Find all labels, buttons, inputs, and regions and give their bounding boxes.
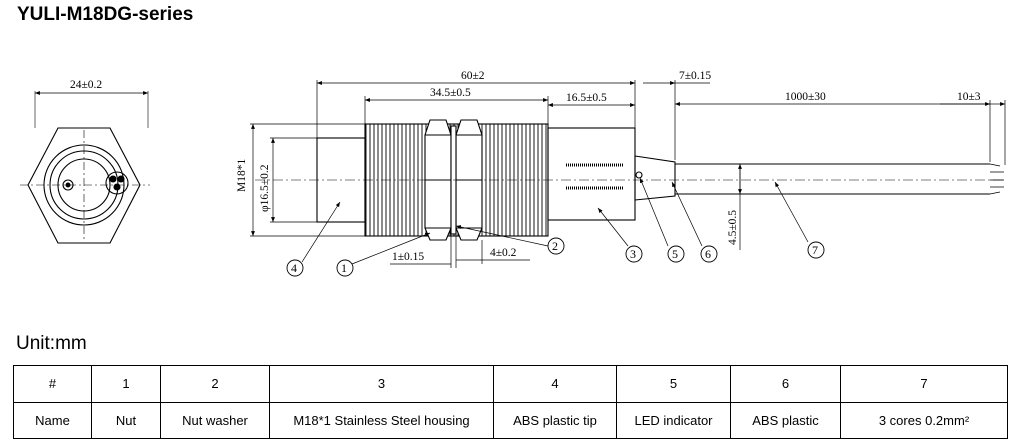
header-cell: 1	[91, 365, 161, 403]
header-cell: #	[13, 365, 92, 403]
balloon-4: 4	[291, 261, 297, 275]
table-row: Name Nut Nut washer M18*1 Stainless Stee…	[13, 401, 1008, 439]
header-cell: 6	[730, 365, 841, 403]
wire-strip-dimension: 10±3	[957, 91, 981, 103]
header-cell: 4	[493, 365, 617, 403]
tail-housing	[547, 127, 636, 221]
table-cell: LED indicator	[616, 401, 731, 439]
tail-length-dimension: 16.5±0.5	[566, 92, 607, 104]
wire-ends	[989, 163, 1004, 195]
header-cell: 5	[616, 365, 731, 403]
tip-diameter-dimension: φ16.5±0.2	[259, 164, 271, 212]
thread-spec-dimension: M18*1	[236, 159, 248, 192]
front-view	[20, 91, 150, 244]
overall-length-dimension: 60±2	[461, 70, 485, 82]
balloon-7: 7	[812, 243, 818, 257]
cable-diameter-dimension: 4.5±0.5	[727, 210, 739, 245]
table-cell: Name	[13, 401, 92, 439]
table-header-row: # 1 2 3 4 5 6 7	[13, 365, 1008, 403]
table-cell: M18*1 Stainless Steel housing	[269, 401, 494, 439]
cable-gland	[634, 155, 676, 201]
side-view	[255, 119, 1005, 241]
connector-icon	[105, 171, 129, 195]
header-cell: 2	[160, 365, 270, 403]
header-cell: 7	[840, 365, 1008, 403]
table-cell: ABS plastic tip	[493, 401, 617, 439]
cable-gland-dimension: 7±0.15	[679, 70, 711, 82]
balloon-5: 5	[672, 247, 678, 261]
washer-thickness-dimension: 1±0.15	[392, 251, 424, 263]
thread-length-dimension: 34.5±0.5	[430, 87, 471, 99]
balloon-1: 1	[341, 261, 347, 275]
balloon-2: 2	[552, 239, 558, 253]
balloon-3: 3	[630, 247, 636, 261]
cable-length-dimension: 1000±30	[785, 91, 826, 103]
sensor-technical-drawing: 2 4±0.2	[20, 70, 1006, 277]
leader-lines	[301, 177, 809, 265]
balloon-6: 6	[705, 247, 711, 261]
header-cell: 3	[269, 365, 494, 403]
front-width-dimension: 24±0.2	[70, 79, 102, 91]
unit-label: Unit:mm	[16, 333, 87, 354]
drawing-title: YULI-M18DG-series	[17, 4, 194, 25]
dimension-lines	[250, 80, 1006, 268]
led-indicator-icon	[635, 171, 643, 179]
table-cell: 3 cores 0.2mm²	[840, 401, 1008, 439]
table-cell: Nut	[91, 401, 161, 439]
parts-table: # 1 2 3 4 5 6 7 Name Nut Nut washer M18*…	[13, 365, 1008, 439]
table-cell: ABS plastic	[730, 401, 841, 439]
table-cell: Nut washer	[160, 401, 270, 439]
nut-thickness-dimension: 4±0.2	[490, 247, 517, 259]
